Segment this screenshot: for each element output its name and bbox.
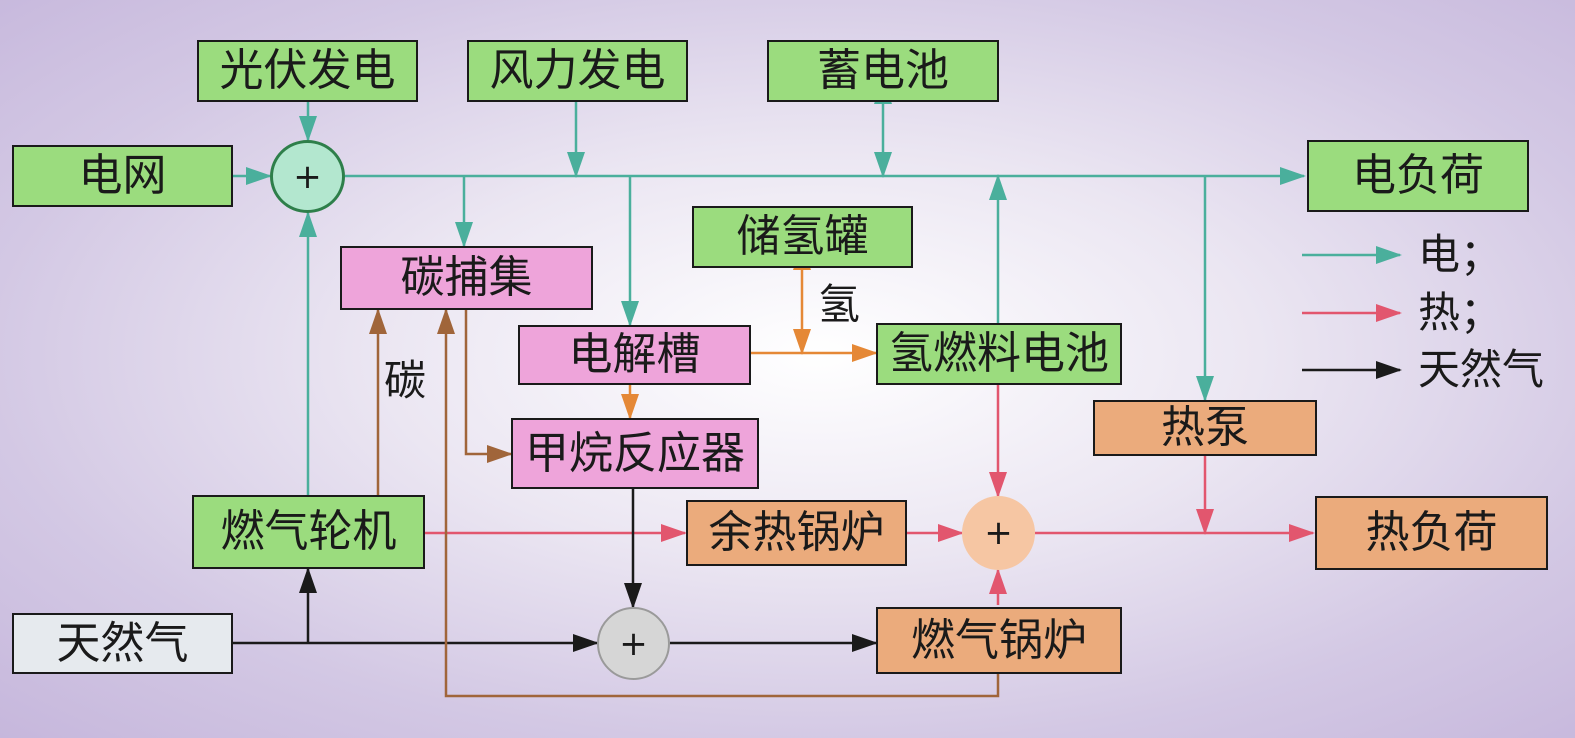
gas-turbine-box: 燃气轮机: [192, 495, 425, 569]
legend-electric-label: 电；: [1418, 230, 1503, 279]
carbon-capture-box: 碳捕集: [340, 246, 593, 310]
battery-box: 蓄电池: [767, 40, 999, 102]
hydrogen-fuel-cell-box: 氢燃料电池: [876, 323, 1122, 385]
legend-gas-label: 天然气: [1418, 345, 1545, 394]
legend-heat-label: 热；: [1418, 288, 1503, 337]
electrolyzer-box: 电解槽: [518, 325, 751, 385]
waste-heat-boiler-box: 余热锅炉: [686, 500, 907, 566]
hydrogen-tank-box: 储氢罐: [692, 206, 913, 268]
heat-bus-node: +: [962, 496, 1035, 570]
gas-boiler-to-carbon-capture-arrow: [437, 308, 1000, 698]
gas-bus-node: +: [597, 607, 670, 680]
carbon-capture-to-methane-reactor-arrow: [464, 310, 513, 463]
carbon-flows: [369, 308, 1000, 698]
power-grid-box: 电网: [12, 145, 233, 207]
heat-load-box: 热负荷: [1315, 496, 1548, 570]
hydrogen-flow-label: 氢: [818, 280, 861, 329]
electric-flows: [233, 78, 1306, 495]
pv-generation-box: 光伏发电: [197, 40, 418, 102]
heat-flows: [425, 385, 1315, 605]
methane-reactor-box: 甲烷反应器: [511, 418, 759, 489]
gas-boiler-box: 燃气锅炉: [876, 607, 1122, 674]
gas-flows: [233, 489, 878, 652]
hydrogen-flows: [621, 244, 878, 420]
electric-bus-node: +: [270, 140, 345, 213]
carbon-flow-label: 碳: [384, 356, 427, 405]
legend-lines: [1302, 246, 1402, 379]
heat-pump-box: 热泵: [1093, 400, 1317, 456]
wind-generation-box: 风力发电: [467, 40, 688, 102]
electric-load-box: 电负荷: [1307, 140, 1529, 212]
natural-gas-box: 天然气: [12, 613, 233, 674]
